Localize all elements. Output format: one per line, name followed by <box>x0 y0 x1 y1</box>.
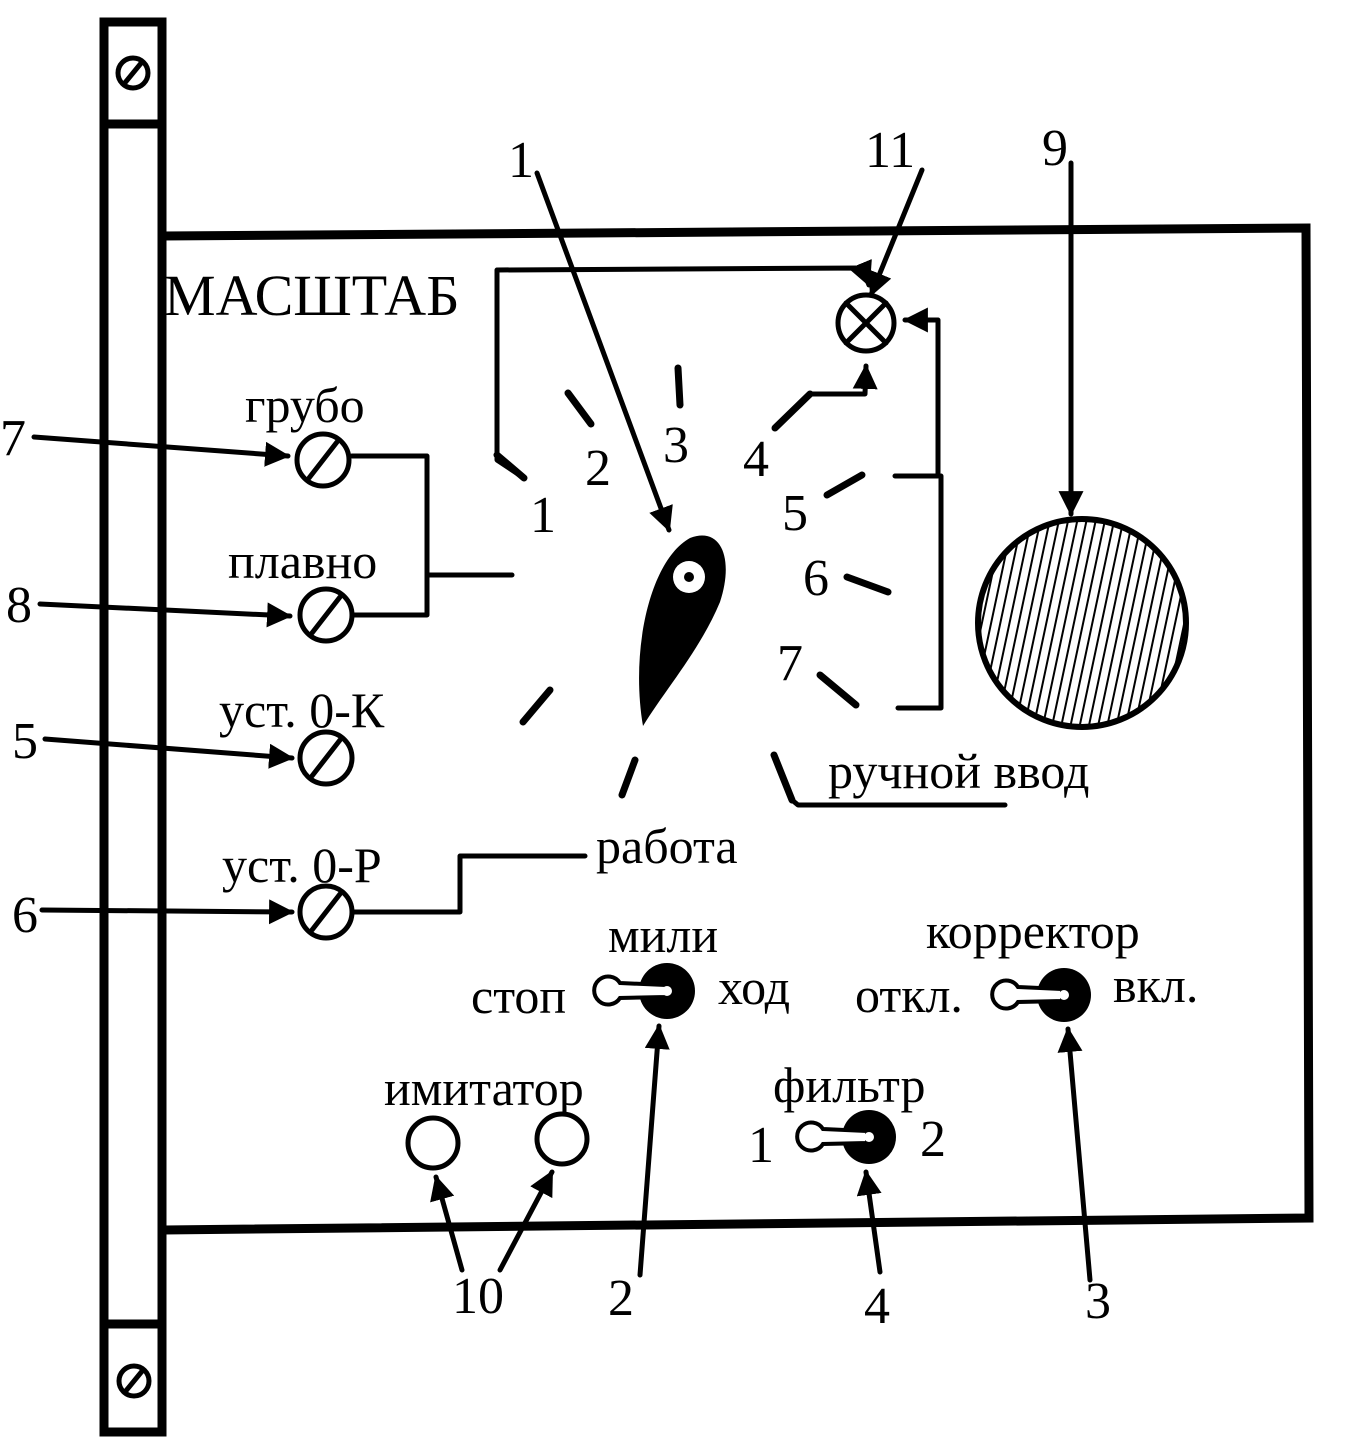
filter-toggle-switch[interactable] <box>795 1110 896 1164</box>
simulator-socket-right[interactable] <box>534 1111 590 1167</box>
dial-position-7: 7 <box>777 635 803 692</box>
dial-position-6: 6 <box>803 550 829 607</box>
callout-leaders <box>31 160 1093 1283</box>
manual-input-line <box>789 797 1008 808</box>
zero-k-knob[interactable] <box>297 729 355 787</box>
mili-label: мили <box>608 907 718 963</box>
callout-11: 11 <box>865 122 915 179</box>
run-label: ход <box>718 959 790 1015</box>
dial-position-2: 2 <box>585 440 611 497</box>
zero-r-label: уст. 0-Р <box>222 837 382 893</box>
filter-label: фильтр <box>773 1057 925 1113</box>
callout-9: 9 <box>1042 120 1068 177</box>
callout-6: 6 <box>12 887 38 944</box>
callout-5: 5 <box>12 713 38 770</box>
run-toggle-switch[interactable] <box>592 963 695 1019</box>
off-label: откл. <box>855 967 963 1023</box>
corrector-toggle-switch[interactable] <box>990 968 1091 1022</box>
dial-position-4: 4 <box>743 431 769 488</box>
smooth-label: плавно <box>228 533 377 589</box>
on-label: вкл. <box>1113 957 1198 1013</box>
dial-position-5: 5 <box>782 485 808 542</box>
callout-1: 1 <box>508 132 534 189</box>
callout-8: 8 <box>6 577 32 634</box>
top-screw-icon <box>115 55 151 91</box>
knob-link-line <box>349 453 430 618</box>
callout-4: 4 <box>864 1278 890 1335</box>
callout-10: 10 <box>452 1268 504 1325</box>
work-label: работа <box>596 818 738 874</box>
callout-2: 2 <box>608 1270 634 1327</box>
position-7-wire <box>895 473 944 711</box>
coarse-label: грубо <box>245 377 365 433</box>
filter-position-1: 1 <box>748 1117 774 1174</box>
corrector-label: корректор <box>926 903 1140 959</box>
dial-position-3: 3 <box>663 417 689 474</box>
front-panel <box>161 223 1314 1235</box>
positions-5-7-wire <box>892 307 941 479</box>
position-1-wire <box>494 259 872 481</box>
smooth-knob[interactable] <box>297 586 355 644</box>
stop-label: стоп <box>471 968 566 1024</box>
zero-k-label: уст. 0-К <box>219 682 385 738</box>
filter-position-2: 2 <box>920 1111 946 1168</box>
zero-r-to-work-line <box>349 853 588 915</box>
mounting-bracket <box>99 17 167 1437</box>
callout-3: 3 <box>1085 1273 1111 1330</box>
scale-selector-pointer[interactable] <box>639 535 726 726</box>
zero-r-knob[interactable] <box>297 883 355 941</box>
simulator-socket-left[interactable] <box>405 1115 461 1171</box>
bottom-screw-icon <box>116 1363 152 1399</box>
dial-position-1: 1 <box>530 487 556 544</box>
hatched-knob[interactable] <box>975 516 1189 730</box>
manual-input-label: ручной ввод <box>828 743 1089 799</box>
scale-title: МАСШТАБ <box>164 263 460 328</box>
simulator-label: имитатор <box>384 1060 584 1116</box>
coarse-knob[interactable] <box>294 431 352 489</box>
position-4-wire <box>772 363 878 431</box>
callout-7: 7 <box>0 410 26 467</box>
indicator-lamp-icon <box>835 292 897 354</box>
